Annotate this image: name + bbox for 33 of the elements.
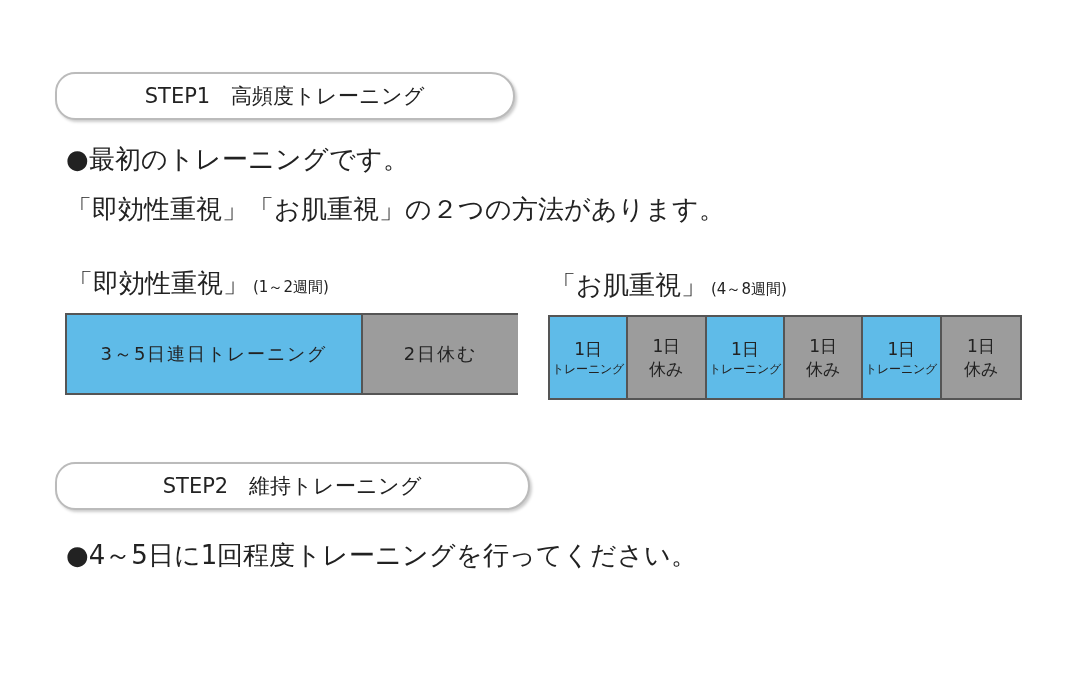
method-heading: 「即効性重視」 bbox=[67, 267, 249, 300]
instruction-text: ●最初のトレーニングです。 bbox=[66, 143, 409, 176]
training-day-segment bbox=[706, 317, 785, 398]
training-day-segment bbox=[550, 317, 629, 398]
segment-text: トレーニング bbox=[552, 360, 625, 378]
segment-text: トレーニング bbox=[708, 360, 781, 378]
duration-text: (4～8週間) bbox=[711, 280, 787, 299]
segment-text: 休み bbox=[649, 357, 684, 381]
segment-text: 休み bbox=[806, 357, 841, 381]
segment-text: 休み bbox=[963, 357, 998, 381]
rest-day-segment bbox=[363, 315, 518, 393]
segment-text: 1日 bbox=[809, 334, 838, 358]
segment-text: 2日休む bbox=[403, 342, 478, 366]
rest-day-segment bbox=[628, 317, 707, 398]
instruction-text: 「即効性重視」「お肌重視」の２つの方法があります。 bbox=[66, 193, 725, 226]
rest-day-segment bbox=[785, 317, 864, 398]
segment-text: 1日 bbox=[730, 337, 759, 361]
training-day-segment bbox=[67, 315, 363, 393]
rest-day-segment bbox=[941, 317, 1020, 398]
training-day-segment bbox=[863, 317, 942, 398]
instruction-text: ●4～5日に1回程度トレーニングを行ってください。 bbox=[66, 539, 698, 572]
segment-text: 1日 bbox=[966, 334, 995, 358]
segment-text: トレーニング bbox=[865, 360, 938, 378]
step-heading: STEP2 維持トレーニング bbox=[162, 473, 423, 500]
duration-text: (1～2週間) bbox=[253, 278, 329, 297]
method-heading: 「お肌重視」 bbox=[550, 269, 707, 302]
segment-text: 3～5日連日トレーニング bbox=[100, 342, 328, 366]
step-tab bbox=[55, 462, 530, 510]
segment-text: 1日 bbox=[574, 337, 603, 361]
segment-text: 1日 bbox=[887, 337, 916, 361]
segment-text: 1日 bbox=[652, 334, 681, 358]
step-heading: STEP1 高頻度トレーニング bbox=[144, 83, 426, 110]
step-tab bbox=[55, 72, 515, 120]
